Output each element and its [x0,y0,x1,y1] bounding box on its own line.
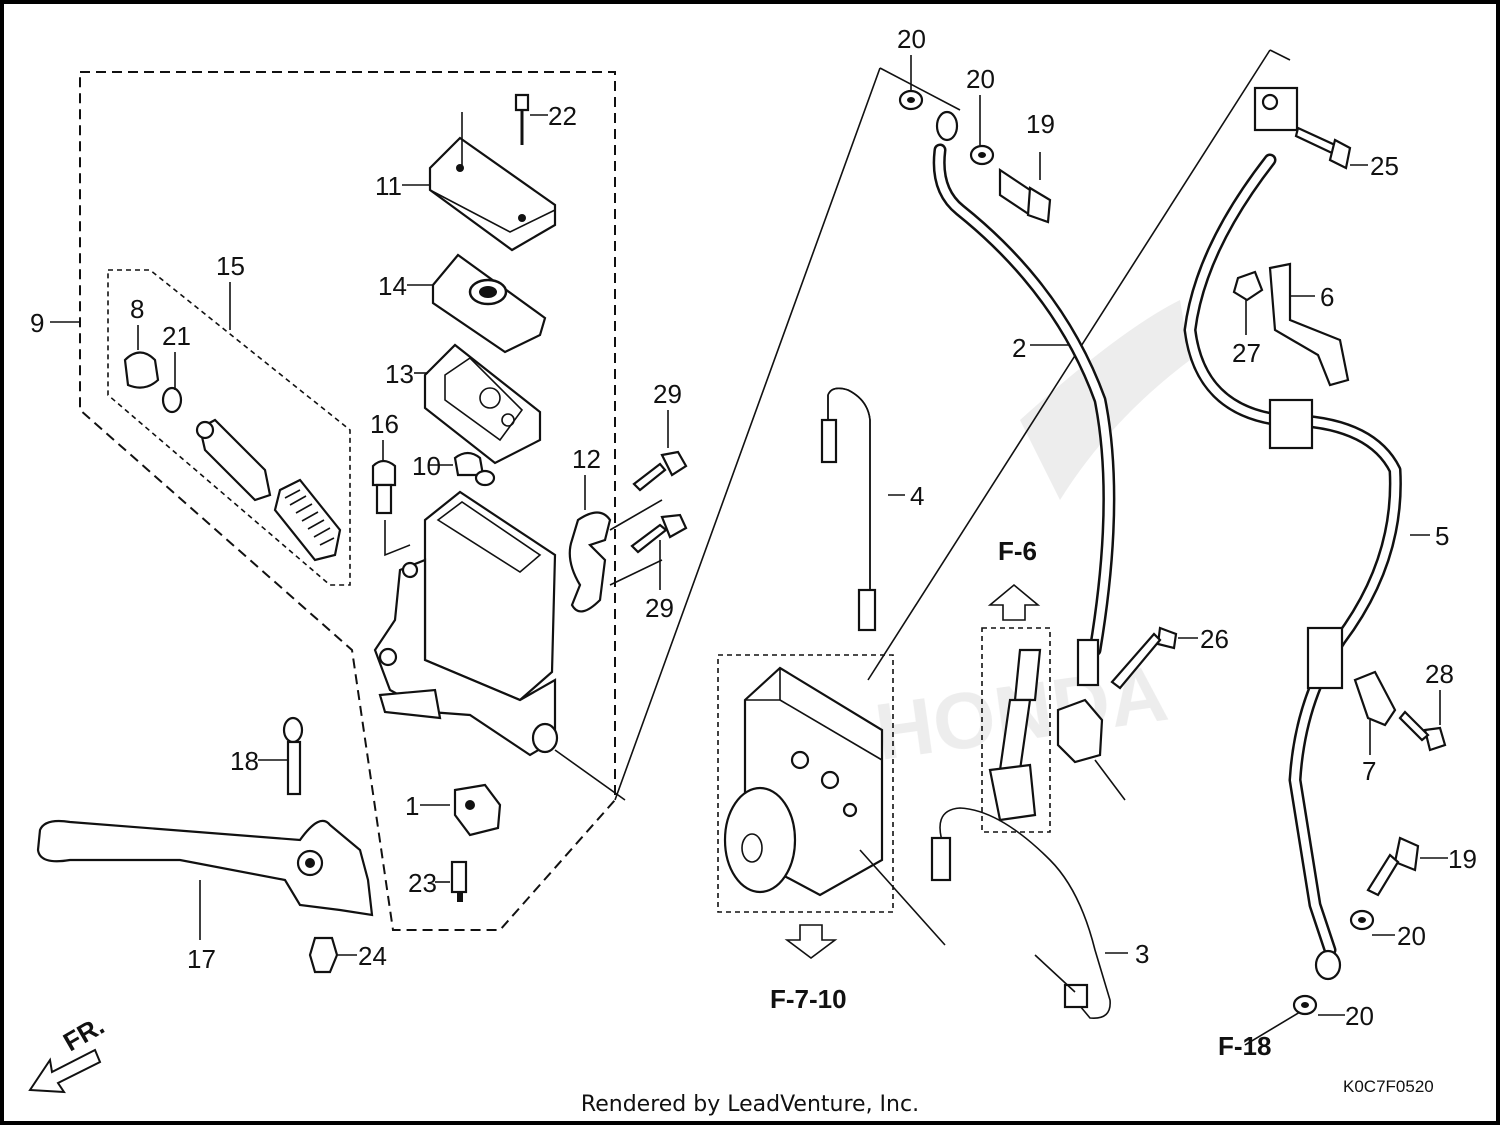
reference-label: F-6 [998,536,1037,566]
hose-clamp [1353,670,1397,727]
callout-label: 26 [1200,624,1229,654]
leader [609,559,663,586]
brake-pipe-4 [820,387,877,632]
callout-label: 7 [1362,756,1376,786]
boot [453,451,496,487]
drawing-code: K0C7F0520 [1343,1077,1434,1096]
sealing-washer [898,89,924,111]
callout-label: 27 [1232,338,1261,368]
joint-hose [988,648,1042,822]
callout-label: 1 [405,791,419,821]
leader [867,49,1271,681]
brake-lever [36,819,374,917]
abs-modulator-outline [717,654,894,913]
master-cylinder-body [373,490,559,757]
callout-label: 20 [1345,1001,1374,1031]
callout-label: 10 [412,451,441,481]
callout-label: 5 [1435,521,1449,551]
callout-label: 13 [385,359,414,389]
hose-bracket [1268,262,1350,387]
callout-label: 17 [187,944,216,974]
callout-label: 29 [645,593,674,623]
callout-label: 21 [162,321,191,351]
switch-screw [450,860,468,902]
holder-bolt [630,513,688,554]
callout-label: 18 [230,746,259,776]
direction-label: FR. [58,1010,109,1057]
diaphragm [423,343,542,465]
joint-bolt [1110,626,1178,690]
snap-ring [161,386,183,414]
piston-set-outline [107,269,351,586]
callout-label: 11 [375,171,402,201]
oil-bolt-bottom [1366,836,1420,897]
brake-hose-5 [1183,86,1402,981]
callout-label: 16 [370,409,399,439]
callout-label: 19 [1026,109,1055,139]
brake-pipe-3 [930,807,1111,1019]
credit-footer: Rendered by LeadVenture, Inc. [580,1092,920,1117]
piston [195,418,272,502]
holder [568,511,612,613]
reservoir-cap [428,136,557,252]
abs-modulator [723,666,884,897]
callout-label: 4 [910,481,924,511]
cap-screw [514,93,530,145]
callout-label: 24 [358,941,387,971]
callout-label: 23 [408,868,437,898]
leader [554,749,626,801]
leader [879,67,961,111]
piston-cap [123,351,160,389]
lever-nut [308,936,339,974]
leader [859,759,1126,993]
ref-arrow-up [987,583,1041,621]
leader [1269,49,1291,61]
joint-outline [981,627,1051,833]
leader [614,67,881,801]
callout-label: 15 [216,251,245,281]
joint-block [1056,698,1104,764]
sealing-washer [969,144,995,166]
spring [273,478,342,562]
callout-label: 25 [1370,151,1399,181]
clamp-bolt [1398,710,1447,752]
leader [384,520,411,557]
callout-label: 12 [572,444,601,474]
callout-label: 28 [1425,659,1454,689]
callout-label: 22 [548,101,577,131]
reference-label: F-18 [1218,1031,1271,1061]
pivot-bolt [371,459,397,515]
brake-switch [453,783,502,837]
master-cylinder-group-outline [79,71,616,931]
front-direction-arrow: FR. [28,1010,109,1094]
callout-label: 6 [1320,282,1334,312]
callout-label: 14 [378,271,407,301]
joint-bolt-25 [1294,126,1352,170]
oil-bolt [998,167,1052,224]
reference-label: F-7-10 [770,984,847,1014]
callout-label: 29 [653,379,682,409]
callout-leaders [50,55,1448,1046]
bracket-bolt [1232,270,1264,302]
callout-label: 19 [1448,844,1477,874]
leader [609,499,663,531]
sealing-washer [1349,909,1375,931]
holder-bolt [632,450,688,492]
callout-label: 20 [966,64,995,94]
callout-label: 20 [897,24,926,54]
callout-label: 9 [30,308,44,338]
brake-hose-2 [932,110,1116,687]
callout-label: 20 [1397,921,1426,951]
callout-label: 8 [130,294,144,324]
lever-pivot-bolt [282,716,304,796]
sealing-washer [1292,994,1318,1016]
reservoir-plate [431,253,547,354]
callout-label: 2 [1012,333,1026,363]
ref-arrow-down [784,924,838,959]
callout-label: 3 [1135,939,1149,969]
